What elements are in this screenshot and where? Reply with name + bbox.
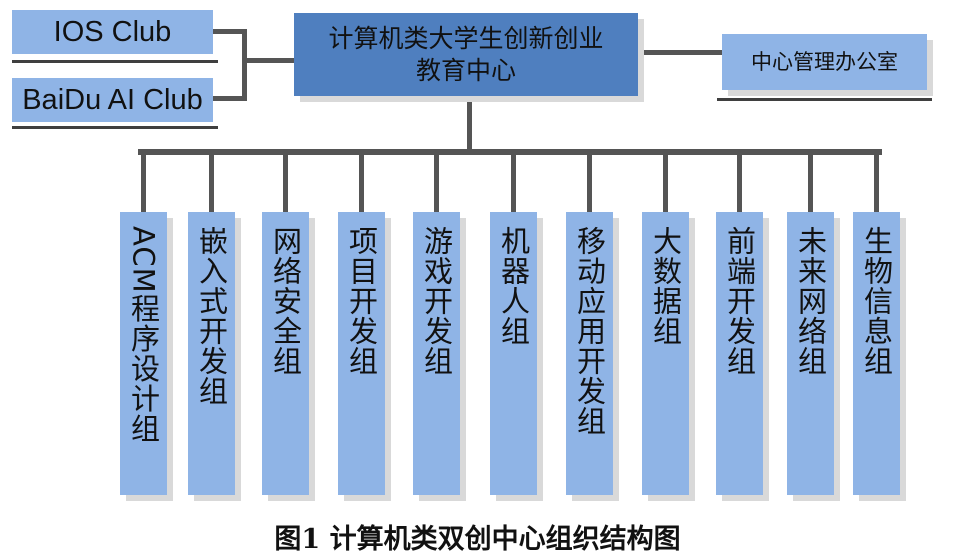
connector-groups-bus [138,149,882,155]
group-box: 未来网络组 [787,212,834,495]
baidu-ai-club-underline [12,126,218,129]
connector-center-to-office [638,50,726,55]
ios-club-label: IOS Club [53,15,172,48]
center-box: 计算机类大学生创新创业 教育中心 [294,13,638,96]
group-box: 大数据组 [642,212,689,495]
connector-group-drop [807,149,813,214]
connector-group-drop [208,149,214,214]
office-label: 中心管理办公室 [751,49,898,74]
group-label: 游戏开发组 [419,226,454,376]
connector-clubs-vertical [242,29,247,101]
connector-group-drop [662,149,668,214]
connector-group-drop [358,149,364,214]
office-underline [717,98,932,101]
office-box: 中心管理办公室 [722,34,927,90]
connector-ios-horizontal [213,29,247,34]
connector-group-drop [586,149,592,214]
group-box: 生物信息组 [853,212,900,495]
connector-group-drop [873,149,879,214]
figure-caption: 图1 计算机类双创中心组织结构图 [274,524,681,555]
group-box: 前端开发组 [716,212,763,495]
group-label: 嵌入式开发组 [194,226,229,406]
ios-club-box: IOS Club [12,10,213,54]
group-label: 生物信息组 [859,226,894,376]
group-box: ACM程序设计组 [120,212,167,495]
group-label: 未来网络组 [793,226,828,376]
group-box: 项目开发组 [338,212,385,495]
group-label: 前端开发组 [722,226,757,376]
center-title-line2: 教育中心 [415,55,516,85]
group-box: 机器人组 [490,212,537,495]
baidu-ai-club-label: BaiDu AI Club [22,83,203,116]
connector-group-drop [736,149,742,214]
group-box: 网络安全组 [262,212,309,495]
group-label: 网络安全组 [268,226,303,376]
group-label: 机器人组 [496,226,531,346]
group-label: 项目开发组 [344,226,379,376]
center-title-line1: 计算机类大学生创新创业 [328,24,604,54]
connector-group-drop [282,149,288,214]
ios-club-underline [12,60,218,63]
connector-clubs-to-center [242,58,294,63]
group-label: 大数据组 [648,226,683,346]
connector-group-drop [140,149,146,214]
group-box: 嵌入式开发组 [188,212,235,495]
connector-center-down [467,96,472,154]
group-label: ACM程序设计组 [126,226,161,444]
connector-group-drop [510,149,516,214]
group-box: 游戏开发组 [413,212,460,495]
connector-baidu-horizontal [213,96,247,101]
connector-group-drop [433,149,439,214]
group-box: 移动应用开发组 [566,212,613,495]
baidu-ai-club-box: BaiDu AI Club [12,78,213,122]
group-label: 移动应用开发组 [572,226,607,436]
